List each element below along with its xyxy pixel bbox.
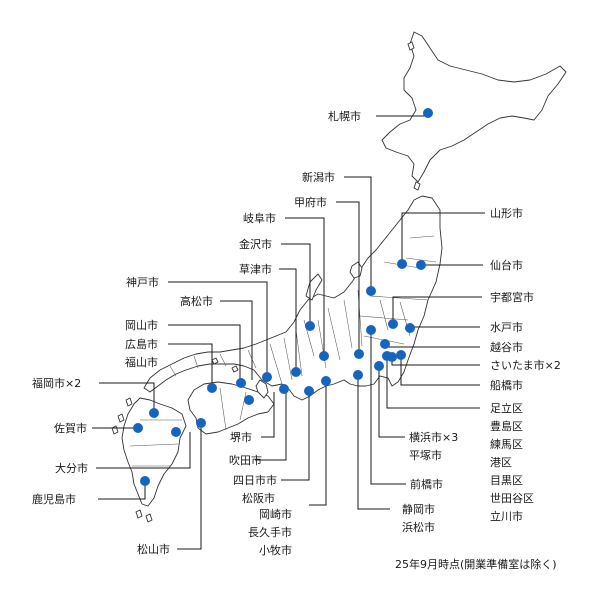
as-of-note: 25年9月時点(開業準備室は除く) <box>395 558 557 571</box>
marker-kobe <box>262 372 272 382</box>
marker-yokkaichi <box>304 386 314 396</box>
label-sapporo: 札幌市 <box>328 109 361 123</box>
label-okazaki: 岡崎市 <box>259 507 292 521</box>
city-labels: 札幌市 新潟市 甲府市 岐阜市 金沢市 草津市 神戸市 高松市 岡山市 広島市 … <box>32 109 561 557</box>
label-utsunomiya: 宇都宮市 <box>490 290 534 304</box>
label-tachikawa: 立川市 <box>490 509 523 523</box>
marker-mito <box>405 323 415 333</box>
marker-hiroshima <box>207 383 217 393</box>
marker-takamatsu <box>244 395 254 405</box>
label-toshima: 豊島区 <box>490 419 523 433</box>
marker-koshigaya <box>380 339 390 349</box>
label-sakai: 堺市 <box>230 430 252 444</box>
honshu-island <box>143 195 443 401</box>
leader-lines <box>92 115 485 550</box>
marker-funabashi <box>396 350 406 360</box>
label-komaki: 小牧市 <box>259 543 292 557</box>
label-niigata: 新潟市 <box>302 170 335 184</box>
label-fukuoka: 福岡市×2 <box>32 376 81 390</box>
marker-kagoshima <box>140 476 150 486</box>
marker-oita <box>171 427 181 437</box>
store-markers <box>133 108 433 486</box>
marker-sendai <box>416 260 426 270</box>
label-fukuyama: 福山市 <box>125 355 158 369</box>
marker-yokohama <box>374 361 384 371</box>
marker-saga <box>133 423 143 433</box>
label-matsusaka: 松阪市 <box>242 491 275 505</box>
marker-kanazawa <box>305 321 315 331</box>
marker-adachi <box>382 351 392 361</box>
small-islands <box>111 41 421 523</box>
label-hiroshima: 広島市 <box>125 337 158 351</box>
marker-kusatsu <box>291 367 301 377</box>
label-setagaya: 世田谷区 <box>490 492 534 505</box>
label-hiratsuka: 平塚市 <box>409 448 442 462</box>
label-kanazawa: 金沢市 <box>239 237 272 251</box>
label-meguro: 目黒区 <box>490 474 523 487</box>
label-saitama: さいたま市×2 <box>490 358 561 372</box>
marker-niigata <box>366 286 376 296</box>
marker-yamagata <box>397 259 407 269</box>
label-maebashi: 前橋市 <box>410 477 443 491</box>
label-nagakute: 長久手市 <box>248 525 292 539</box>
label-kofu: 甲府市 <box>294 195 327 209</box>
shikoku-island <box>187 381 275 435</box>
marker-okazaki <box>321 376 331 386</box>
marker-matsuyama <box>196 418 206 428</box>
label-yamagata: 山形市 <box>490 206 523 220</box>
label-suita: 吹田市 <box>229 453 262 467</box>
label-hamamatsu: 浜松市 <box>402 520 435 534</box>
label-kobe: 神戸市 <box>126 275 159 289</box>
label-saga: 佐賀市 <box>54 421 87 435</box>
label-kusatsu: 草津市 <box>239 262 272 276</box>
label-sendai: 仙台市 <box>490 258 523 272</box>
label-yokohama: 横浜市×3 <box>409 430 458 444</box>
marker-shizuoka <box>353 370 363 380</box>
marker-sapporo <box>423 108 433 118</box>
label-nerima: 練馬区 <box>490 437 523 451</box>
label-koshigaya: 越谷市 <box>490 340 523 354</box>
awaji-island <box>255 379 269 399</box>
hokkaido-island <box>381 31 567 183</box>
label-matsuyama: 松山市 <box>137 542 170 556</box>
marker-okayama <box>236 378 246 388</box>
sado-island <box>349 261 363 279</box>
label-adachi: 足立区 <box>490 401 523 415</box>
label-funabashi: 船橋市 <box>490 378 523 392</box>
marker-gifu <box>319 351 329 361</box>
label-shizuoka: 静岡市 <box>402 502 435 516</box>
marker-kofu <box>354 349 364 359</box>
label-mito: 水戸市 <box>490 320 523 334</box>
marker-utsunomiya <box>388 319 398 329</box>
marker-fukuoka <box>149 408 159 418</box>
label-yokkaichi: 四日市市 <box>233 473 277 487</box>
label-kagoshima: 鹿児島市 <box>32 492 76 506</box>
label-okayama: 岡山市 <box>125 318 158 332</box>
label-takamatsu: 高松市 <box>180 294 213 308</box>
marker-maebashi <box>366 325 376 335</box>
label-oita: 大分市 <box>55 461 88 475</box>
label-minato: 港区 <box>490 456 512 469</box>
marker-sakai <box>279 384 289 394</box>
label-gifu: 岐阜市 <box>243 211 276 225</box>
